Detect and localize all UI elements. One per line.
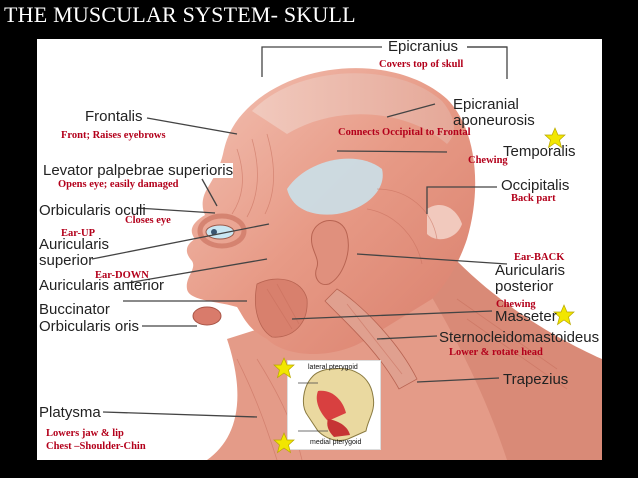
note-covers-top: Covers top of skull <box>379 59 464 70</box>
temporalis-label: Temporalis <box>503 143 576 160</box>
levator-label: Levator palpebrae superioris <box>43 162 234 179</box>
epicranial-label-line2: aponeurosis <box>453 112 535 129</box>
note-ear-up: Ear-UP <box>61 228 96 239</box>
note-closes-eye: Closes eye <box>125 215 171 226</box>
note-connects: Connects Occipital to Frontal <box>338 127 471 138</box>
epicranial-label-line1: Epicranial <box>453 96 519 113</box>
orbicularis-oculi-ring <box>197 213 247 249</box>
note-chewing-temporalis: Chewing <box>468 155 508 166</box>
epicranius-label: Epicranius <box>388 39 459 55</box>
star-icon <box>273 432 295 454</box>
star-icon <box>544 127 566 149</box>
auricularis-anterior-label: Auricularis anterior <box>39 277 165 294</box>
platysma-label: Platysma <box>39 404 101 421</box>
orbicularis-oculi-label: Orbicularis oculi <box>39 202 146 219</box>
auricularis-superior-label-line1: Auricularis <box>39 236 110 253</box>
auricularis-posterior-label-line1: Auricularis <box>495 262 566 279</box>
medial-pterygoid-muscle <box>327 419 350 437</box>
buccinator-label: Buccinator <box>39 301 110 318</box>
occipitalis-label: Occipitalis <box>501 177 570 194</box>
trapezius-label: Trapezius <box>503 371 569 388</box>
star-icon <box>553 304 575 326</box>
note-lowers-jaw: Lowers jaw & lip <box>46 428 124 439</box>
medial-pterygoid-label: medial pterygoid <box>310 439 362 446</box>
note-chewing-masseter: Chewing <box>496 299 536 310</box>
auricularis-posterior-label-line2: posterior <box>495 278 554 295</box>
sternocleidomastoideus-label: Sternocleidomastoideus <box>439 329 600 346</box>
note-opens-eye: Opens eye; easily damaged <box>58 179 179 190</box>
muscle-fibers <box>231 133 568 460</box>
occipital-region <box>427 204 462 240</box>
star-icon <box>273 357 295 379</box>
masseter-muscle <box>255 278 308 338</box>
note-ear-down: Ear-DOWN <box>95 270 149 281</box>
ear <box>310 220 349 286</box>
pupil <box>211 229 217 235</box>
skull-inset-illustration <box>298 367 375 442</box>
lateral-pterygoid-muscle <box>316 390 346 421</box>
auricularis-superior-label-line2: superior <box>39 252 94 269</box>
note-back-part: Back part <box>511 193 556 204</box>
note-lower-rotate: Lower & rotate head <box>449 347 543 358</box>
page-title: THE MUSCULAR SYSTEM- SKULL <box>4 2 356 27</box>
note-chest-shoulder: Chest –Shoulder-Chin <box>46 441 146 452</box>
masseter-label: Masseter <box>495 308 557 325</box>
note-front-raises: Front; Raises eyebrows <box>61 130 166 141</box>
temporal-fascia <box>287 158 383 215</box>
orbicularis-oris-ring <box>192 306 222 326</box>
aponeurosis-region <box>252 73 454 144</box>
frontalis-label: Frontalis <box>85 108 143 125</box>
lateral-pterygoid-label: lateral pterygoid <box>308 364 358 371</box>
orbicularis-oris-label: Orbicularis oris <box>39 318 140 335</box>
note-ear-back: Ear-BACK <box>514 252 565 263</box>
trapezius-muscle <box>427 239 602 460</box>
pterygoid-inset: lateral pterygoid medial pterygoid <box>287 360 381 450</box>
leader-lines <box>91 46 508 418</box>
diagram-panel: lateral pterygoid medial pterygoid Epicr… <box>37 39 602 460</box>
